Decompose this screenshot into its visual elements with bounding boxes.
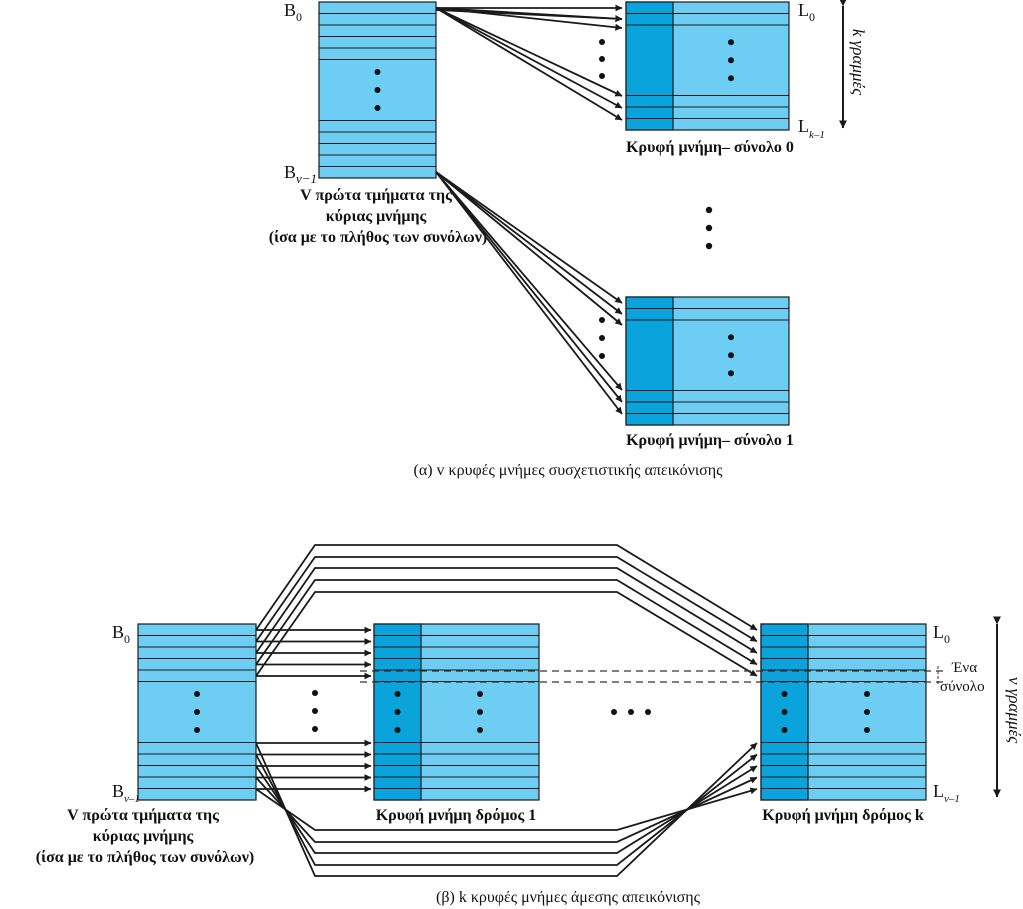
mapping-arrows-a: [435, 4, 623, 415]
mapping-arrow: [255, 591, 758, 677]
ellipsis-dot: [864, 709, 870, 715]
part-a-associative: B0 Bv−1 V πρώτα τμήματα της κύριας μνήμη…: [269, 0, 868, 479]
cache-set-1: [625, 296, 790, 426]
one-set-label: Ένα σύνολο: [940, 660, 985, 695]
b0-label-b: B0: [112, 622, 130, 646]
sets-ellipsis: [705, 206, 713, 250]
ellipsis-dot: [477, 727, 483, 733]
v-lines-label: v γραμμές: [1005, 677, 1023, 743]
bv-label-a: Bv−1: [284, 162, 317, 186]
mapping-arrow: [255, 579, 758, 666]
ellipsis-dot: [374, 87, 381, 93]
ellipsis-dot: [728, 352, 734, 359]
ellipsis-dot: [394, 709, 401, 715]
l0-label-b: L0: [933, 622, 950, 646]
ellipsis-dot: [394, 691, 401, 697]
b0-label-a: B0: [284, 0, 302, 24]
ellipsis-dot: [728, 39, 734, 46]
ellipsis-dot: [477, 691, 483, 697]
ellipsis-dot: [194, 691, 200, 697]
ellipsis-dot: [477, 709, 483, 715]
mapping-arrow: [255, 556, 758, 643]
cache-way-1: [373, 623, 540, 801]
mapping-arrow: [435, 171, 623, 304]
ellipsis-dot: [374, 105, 381, 111]
ellipsis-dot: [781, 709, 788, 715]
mapping-arrow: [255, 567, 758, 654]
cache-set-1-caption: Κρυφή μνήμη– σύνολο 1: [626, 432, 794, 449]
ellipsis-dot: [728, 370, 734, 377]
ellipsis-dot: [728, 57, 734, 64]
mapping-arrows-b: [255, 544, 758, 877]
mapping-arrow: [435, 171, 623, 403]
memory-caption-b: V πρώτα τμήματα της κύριας μνήμης (ίσα μ…: [36, 807, 254, 866]
ellipsis-dot: [781, 691, 788, 697]
cache-set-0: [625, 1, 790, 131]
ellipsis-dot: [728, 334, 734, 341]
ellipsis-dot: [864, 727, 870, 733]
ellipsis-dot: [194, 709, 200, 715]
lv-label-b: Lv–1: [933, 781, 960, 805]
mapping-arrow: [435, 7, 623, 109]
ellipsis-dot: [194, 727, 200, 733]
ellipsis-dot: [394, 727, 401, 733]
mapping-arrow: [435, 171, 623, 315]
cache-tag-column: [625, 1, 674, 131]
ellipsis-dot: [864, 691, 870, 697]
lk-label-a: Lk–1: [798, 116, 825, 141]
caption-b: (β) k κρυφές μνήμες άμεσης απεικόνισης: [436, 889, 701, 906]
mapping-arrow: [435, 7, 623, 97]
mapping-arrow: [435, 7, 623, 121]
k-lines-label: k γραμμές: [849, 29, 868, 95]
l0-label-a: L0: [798, 0, 815, 24]
ellipsis-dot: [728, 75, 734, 82]
cache-way-k-caption: Κρυφή μνήμη δρόμος k: [762, 807, 924, 824]
arrows-ellipsis-a1: [599, 317, 605, 359]
mapping-arrow: [255, 787, 758, 831]
bv-label-b: Bv–1: [112, 781, 140, 805]
caption-a: (α) v κρυφές μνήμες συσχετιστικής απεικό…: [413, 462, 723, 479]
memory-caption-a: V πρώτα τμήματα της κύριας μνήμης (ίσα μ…: [269, 187, 487, 246]
cache-way-1-caption: Κρυφή μνήμη δρόμος 1: [376, 807, 537, 824]
cache-tag-column: [625, 296, 674, 426]
arrows-ellipsis-a0: [599, 39, 605, 79]
mapping-arrow: [435, 9, 623, 23]
ellipsis-dot: [781, 727, 788, 733]
mapping-arrow: [435, 171, 623, 415]
part-b-direct: B0 Bv–1 V πρώτα τμήματα της κύριας μνήμη…: [36, 544, 1023, 906]
mapping-arrow: [255, 544, 758, 631]
main-memory-block-b: [137, 623, 257, 801]
mapping-arrow: [435, 171, 623, 391]
ways-ellipsis-vertical: [312, 690, 318, 732]
ellipsis-dot: [374, 69, 381, 75]
mapping-arrow: [435, 171, 623, 326]
ways-ellipsis-horizontal: [611, 709, 651, 715]
main-memory-block-a: [318, 1, 437, 179]
cache-way-k: [760, 623, 927, 801]
cache-set-0-caption: Κρυφή μνήμη– σύνολο 0: [626, 139, 794, 156]
